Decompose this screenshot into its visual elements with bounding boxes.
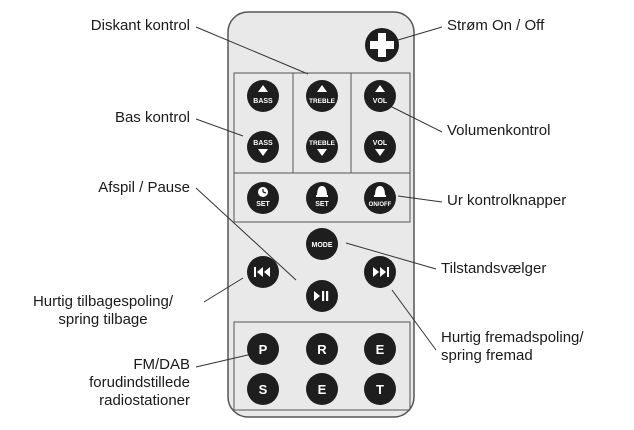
vol-down-label: VOL xyxy=(373,140,388,147)
callout-ur: Ur kontrolknapper xyxy=(447,192,567,209)
skip-back-button[interactable] xyxy=(247,256,279,288)
remote-body xyxy=(227,11,415,418)
bass-up-button[interactable]: BASS xyxy=(247,80,279,112)
triangle-up-icon xyxy=(317,85,327,92)
preset-t-label: T xyxy=(376,382,384,397)
skip-back-icon xyxy=(254,267,270,277)
play-pause-button[interactable] xyxy=(306,280,338,312)
preset-p-button[interactable]: P xyxy=(247,333,279,365)
bass-down-button[interactable]: BASS xyxy=(247,131,279,163)
preset-s-button[interactable]: S xyxy=(247,373,279,405)
play-pause-icon xyxy=(314,291,329,301)
callout-fm-dab: FM/DAB forudindstillede radiostationer xyxy=(89,356,190,410)
power-button[interactable] xyxy=(365,28,399,62)
mode-label: MODE xyxy=(312,242,333,249)
preset-t-button[interactable]: T xyxy=(364,373,396,405)
bass-up-label: BASS xyxy=(253,98,273,105)
alarm-onoff-label: ON/OFF xyxy=(369,202,392,208)
callout-volumen: Volumenkontrol xyxy=(447,122,551,139)
alarm-set-label: SET xyxy=(315,201,329,208)
triangle-up-icon xyxy=(258,85,268,92)
bass-down-label: BASS xyxy=(253,140,273,147)
preset-e2-label: E xyxy=(318,382,327,397)
callout-hurtig-tilbage-line1: Hurtig tilbagespoling/ xyxy=(32,293,174,310)
callout-fm-dab-line1: FM/DAB xyxy=(133,356,190,373)
callout-diskant: Diskant kontrol xyxy=(90,17,190,34)
preset-e2-button[interactable]: E xyxy=(306,373,338,405)
preset-p-label: P xyxy=(259,342,268,357)
treble-up-label: TREBLE xyxy=(309,98,336,105)
alarm-onoff-button[interactable]: ON/OFF xyxy=(364,182,396,214)
skip-forward-icon xyxy=(373,267,389,277)
callout-afspil: Afspil / Pause xyxy=(98,179,190,196)
mode-button[interactable]: MODE xyxy=(306,228,338,260)
preset-panel xyxy=(233,321,411,411)
callout-hurtig-tilbage-line2: spring tilbage xyxy=(58,311,148,328)
preset-r-label: R xyxy=(317,342,327,357)
triangle-down-icon xyxy=(375,149,385,156)
clock-set-button[interactable]: SET xyxy=(247,182,279,214)
callout-fm-dab-line3: radiostationer xyxy=(99,392,190,409)
treble-down-label: TREBLE xyxy=(309,140,336,147)
vol-up-button[interactable]: VOL xyxy=(364,80,396,112)
vol-down-button[interactable]: VOL xyxy=(364,131,396,163)
triangle-down-icon xyxy=(258,149,268,156)
callout-hurtig-frem-line2: spring fremad xyxy=(441,347,533,364)
clock-set-label: SET xyxy=(256,201,270,208)
alarm-set-button[interactable]: SET xyxy=(306,182,338,214)
preset-e-button[interactable]: E xyxy=(364,333,396,365)
skip-forward-button[interactable] xyxy=(364,256,396,288)
vol-up-label: VOL xyxy=(373,98,388,105)
preset-s-label: S xyxy=(259,382,268,397)
callout-tilstand: Tilstandsvælger xyxy=(441,260,547,277)
bell-icon xyxy=(374,186,386,197)
callout-strom: Strøm On / Off xyxy=(447,17,545,34)
callout-hurtig-frem-line1: Hurtig fremadspoling/ xyxy=(441,329,584,346)
callout-hurtig-tilbage: Hurtig tilbagespoling/ spring tilbage xyxy=(6,293,200,329)
triangle-down-icon xyxy=(317,149,327,156)
clock-icon xyxy=(258,187,268,197)
callout-fm-dab-line2: forudindstillede xyxy=(89,374,190,391)
treble-down-button[interactable]: TREBLE xyxy=(306,131,338,163)
triangle-up-icon xyxy=(375,85,385,92)
bell-icon xyxy=(316,186,328,197)
plus-icon xyxy=(370,33,394,57)
callout-bas: Bas kontrol xyxy=(114,109,190,126)
treble-up-button[interactable]: TREBLE xyxy=(306,80,338,112)
callout-hurtig-frem: Hurtig fremadspoling/ spring fremad xyxy=(441,329,584,365)
preset-e-label: E xyxy=(376,342,385,357)
preset-r-button[interactable]: R xyxy=(306,333,338,365)
